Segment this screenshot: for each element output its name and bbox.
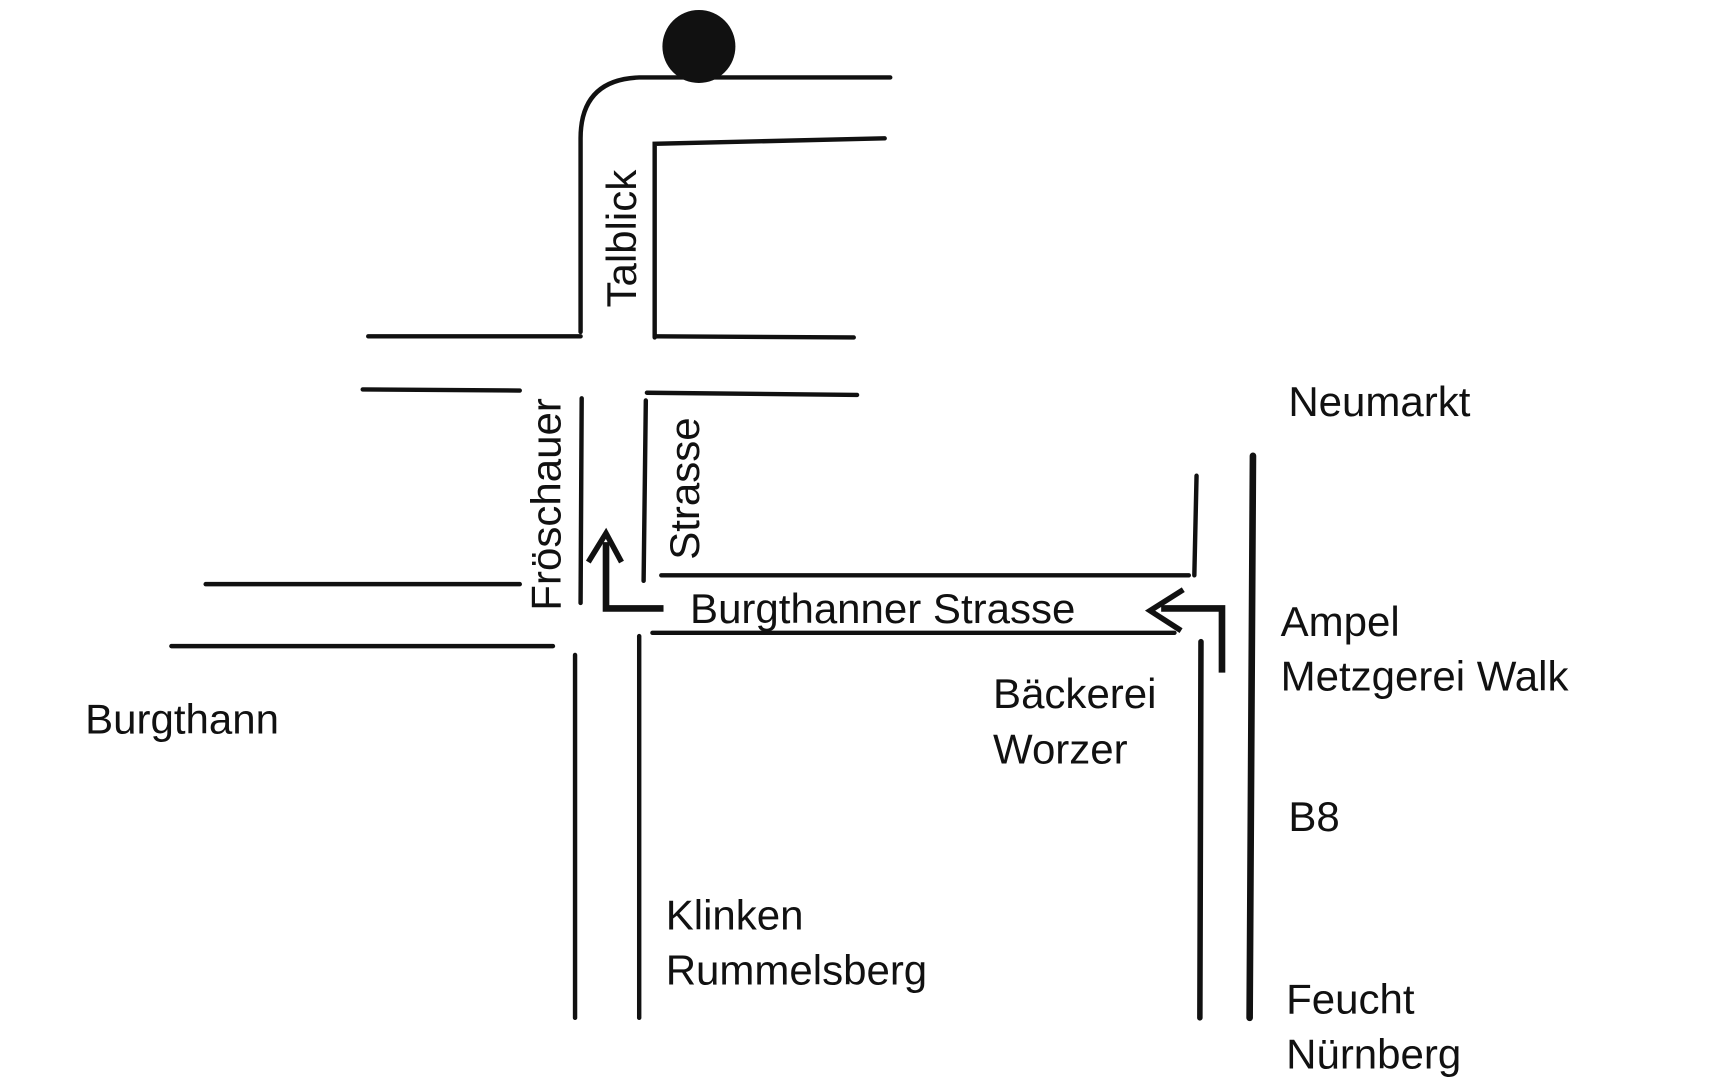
street-label-strasse: Strasse xyxy=(661,417,708,559)
roads xyxy=(169,75,1257,1022)
froeschauer-road-left xyxy=(578,396,584,606)
crossroad-upper-right-a xyxy=(652,334,856,340)
place-label-neumarkt: Neumarkt xyxy=(1288,378,1470,425)
talblick-road-right xyxy=(652,136,887,340)
street-label-burgthanner: Burgthanner Strasse xyxy=(690,585,1075,632)
place-label-rummelsberg: Rummelsberg xyxy=(666,947,927,994)
place-label-metzgerei: Metzgerei Walk xyxy=(1281,652,1570,699)
place-label-feucht: Feucht xyxy=(1286,975,1415,1022)
crossroad-upper-right-b xyxy=(644,390,860,398)
place-label-burgthann: Burgthann xyxy=(85,695,279,742)
froeschauer-road-right xyxy=(641,398,649,584)
place-label-klinken: Klinken xyxy=(666,891,804,938)
route-arrow-right-icon xyxy=(1144,587,1226,673)
b8-road-left xyxy=(1197,638,1204,1021)
destination-marker-icon xyxy=(662,9,736,83)
place-label-nuernberg: Nürnberg xyxy=(1286,1031,1461,1078)
place-label-ampel: Ampel xyxy=(1281,598,1400,645)
street-label-froeschauer: Fröschauer xyxy=(523,398,570,611)
talblick-road-left xyxy=(578,75,893,335)
place-label-b8: B8 xyxy=(1288,793,1339,840)
b8-road-right xyxy=(1246,452,1257,1022)
neumarkt-side-road xyxy=(1192,473,1199,578)
route-arrow-left-icon xyxy=(585,527,664,612)
street-label-talblick: Talblick xyxy=(598,169,645,308)
place-label-worzer: Worzer xyxy=(993,725,1128,772)
crossroad-upper-left-b xyxy=(360,387,522,393)
place-label-baeckerei: Bäckerei xyxy=(993,670,1156,717)
